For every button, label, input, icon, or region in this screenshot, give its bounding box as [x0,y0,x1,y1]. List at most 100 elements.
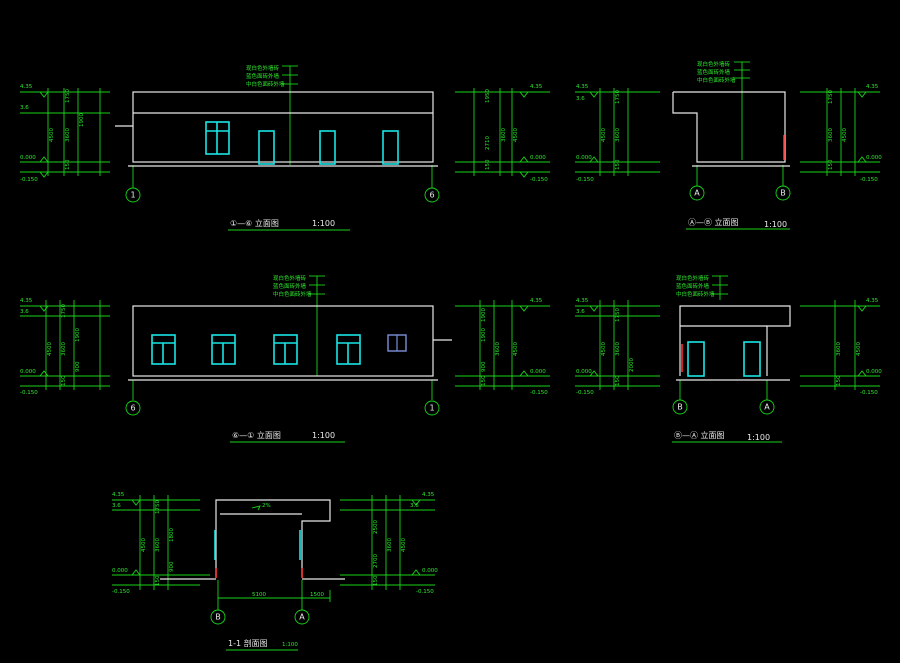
dim-label: 2710 [485,136,491,150]
dim-label: 3600 [828,128,834,142]
dim-label: 150 [836,375,842,386]
dim-label: 2000 [629,358,635,372]
note-line: 中白色面砖外墙 [273,290,312,298]
axis-label: B [780,189,786,198]
drawing-title: 1-1 剖面图 [228,638,268,648]
elev-label: 3.6 [576,309,585,315]
dim-label: 1750 [61,304,67,318]
dim-label: 1750 [65,89,71,103]
elevation-1-6: 1 6 4.35 3.6 0.000 -0.150 4.35 0.000 -0.… [20,64,550,231]
axis-label: 1 [130,191,135,200]
dim-label: 4500 [49,128,55,142]
note-line: 现白色外墙砖 [273,274,307,282]
elev-label: 3.6 [576,96,585,102]
axis-label: 6 [130,404,135,413]
dim-label: 3600 [615,128,621,142]
dim-label: 4500 [601,128,607,142]
dim-label: 1750 [615,308,621,322]
elev-label: -0.150 [860,177,878,183]
dim-label: 150 [485,159,491,170]
note-line: 现白色外墙砖 [697,60,731,68]
dim-label: 150 [481,375,487,386]
dim-label: 150 [615,375,621,386]
dim-label: 1800 [169,528,175,542]
drawing-scale: 1:100 [282,642,298,648]
dim-label: 3600 [495,342,501,356]
dim-label: 150 [373,575,379,586]
elev-label: 0.000 [576,369,592,375]
dim-label: 4500 [513,342,519,356]
drawing-scale: 1:100 [312,431,335,440]
slope-label: 2% [262,503,271,509]
axis-label: 1 [429,404,434,413]
note-line: 蓝色面砖外墙 [246,72,280,80]
drawing-scale: 1:100 [312,219,335,228]
dim-label: 4500 [141,538,147,552]
dim-label: 1750 [155,500,161,514]
dim-label: 150 [65,159,71,170]
elev-label: 0.000 [112,568,128,574]
dim-label: 3600 [501,128,507,142]
dim-label: 3600 [155,538,161,552]
elev-label: -0.150 [112,589,130,595]
axis-label: A [764,403,770,412]
dim-label: 3600 [387,538,393,552]
elev-label: 4.35 [530,84,543,90]
elev-label: 4.35 [576,298,589,304]
drawing-title: Ⓐ—Ⓑ 立面图 [688,217,739,227]
elevation-6-1: 6 1 4.35 3.6 0.000 -0.150 4.35 0.000 -0.… [20,274,550,443]
axis-label: B [677,403,683,412]
elev-label: 4.35 [866,84,879,90]
elev-label: 3.6 [410,503,419,509]
note-line: 现白色外墙砖 [246,64,280,72]
dim-label: 1900 [75,328,81,342]
elev-label: -0.150 [20,390,38,396]
elev-label: 0.000 [576,155,592,161]
dim-label: 4500 [513,128,519,142]
section-1-1: B A 4.35 3.6 0.000 -0.150 4.35 3.6 0.000… [112,492,438,651]
windows-row [151,334,407,365]
note-line: 中白色面砖外墙 [246,80,285,88]
note-line: 现白色外墙砖 [676,274,710,282]
dim-label: 1900 [481,308,487,322]
elev-label: 0.000 [530,369,546,375]
drawing-scale: 1:100 [764,220,787,229]
dim-label: 4500 [401,538,407,552]
axis-label: B [215,613,221,622]
dim-label: 1950 [485,89,491,103]
elevation-a-b: A B 4.35 3.6 0.000 -0.150 4.35 0.000 -0.… [575,60,882,230]
elev-label: -0.150 [530,390,548,396]
elev-label: 4.35 [530,298,543,304]
elev-label: 3.6 [112,503,121,509]
elev-label: 4.35 [20,298,33,304]
elev-label: 3.6 [20,105,29,111]
dim-label: 1750 [615,90,621,104]
dim-label: 2500 [373,520,379,534]
dim-label: 900 [75,361,81,372]
dim-label: 3600 [615,342,621,356]
elev-label: -0.150 [20,177,38,183]
elev-label: -0.150 [860,390,878,396]
dim-label: 3600 [61,342,67,356]
dim-label: 150 [155,575,161,586]
dim-label: 1900 [481,328,487,342]
elev-label: -0.150 [416,589,434,595]
elev-label: 4.35 [866,298,879,304]
elev-label: 4.35 [576,84,589,90]
dim-label: 3600 [836,342,842,356]
elev-label: 4.35 [422,492,435,498]
note-line: 蓝色面砖外墙 [273,282,307,290]
dim-label: 4500 [842,128,848,142]
dim-label: 1750 [828,90,834,104]
elev-label: -0.150 [530,177,548,183]
note-line: 蓝色面砖外墙 [676,282,710,290]
dim-label: 4500 [47,342,53,356]
elev-label: 0.000 [422,568,438,574]
elev-label: -0.150 [576,390,594,396]
elev-label: -0.150 [576,177,594,183]
note-line: 中白色面砖外墙 [697,76,736,84]
overhang-dim: 1500 [310,592,324,598]
dim-label: 900 [481,361,487,372]
dim-label: 150 [615,159,621,170]
